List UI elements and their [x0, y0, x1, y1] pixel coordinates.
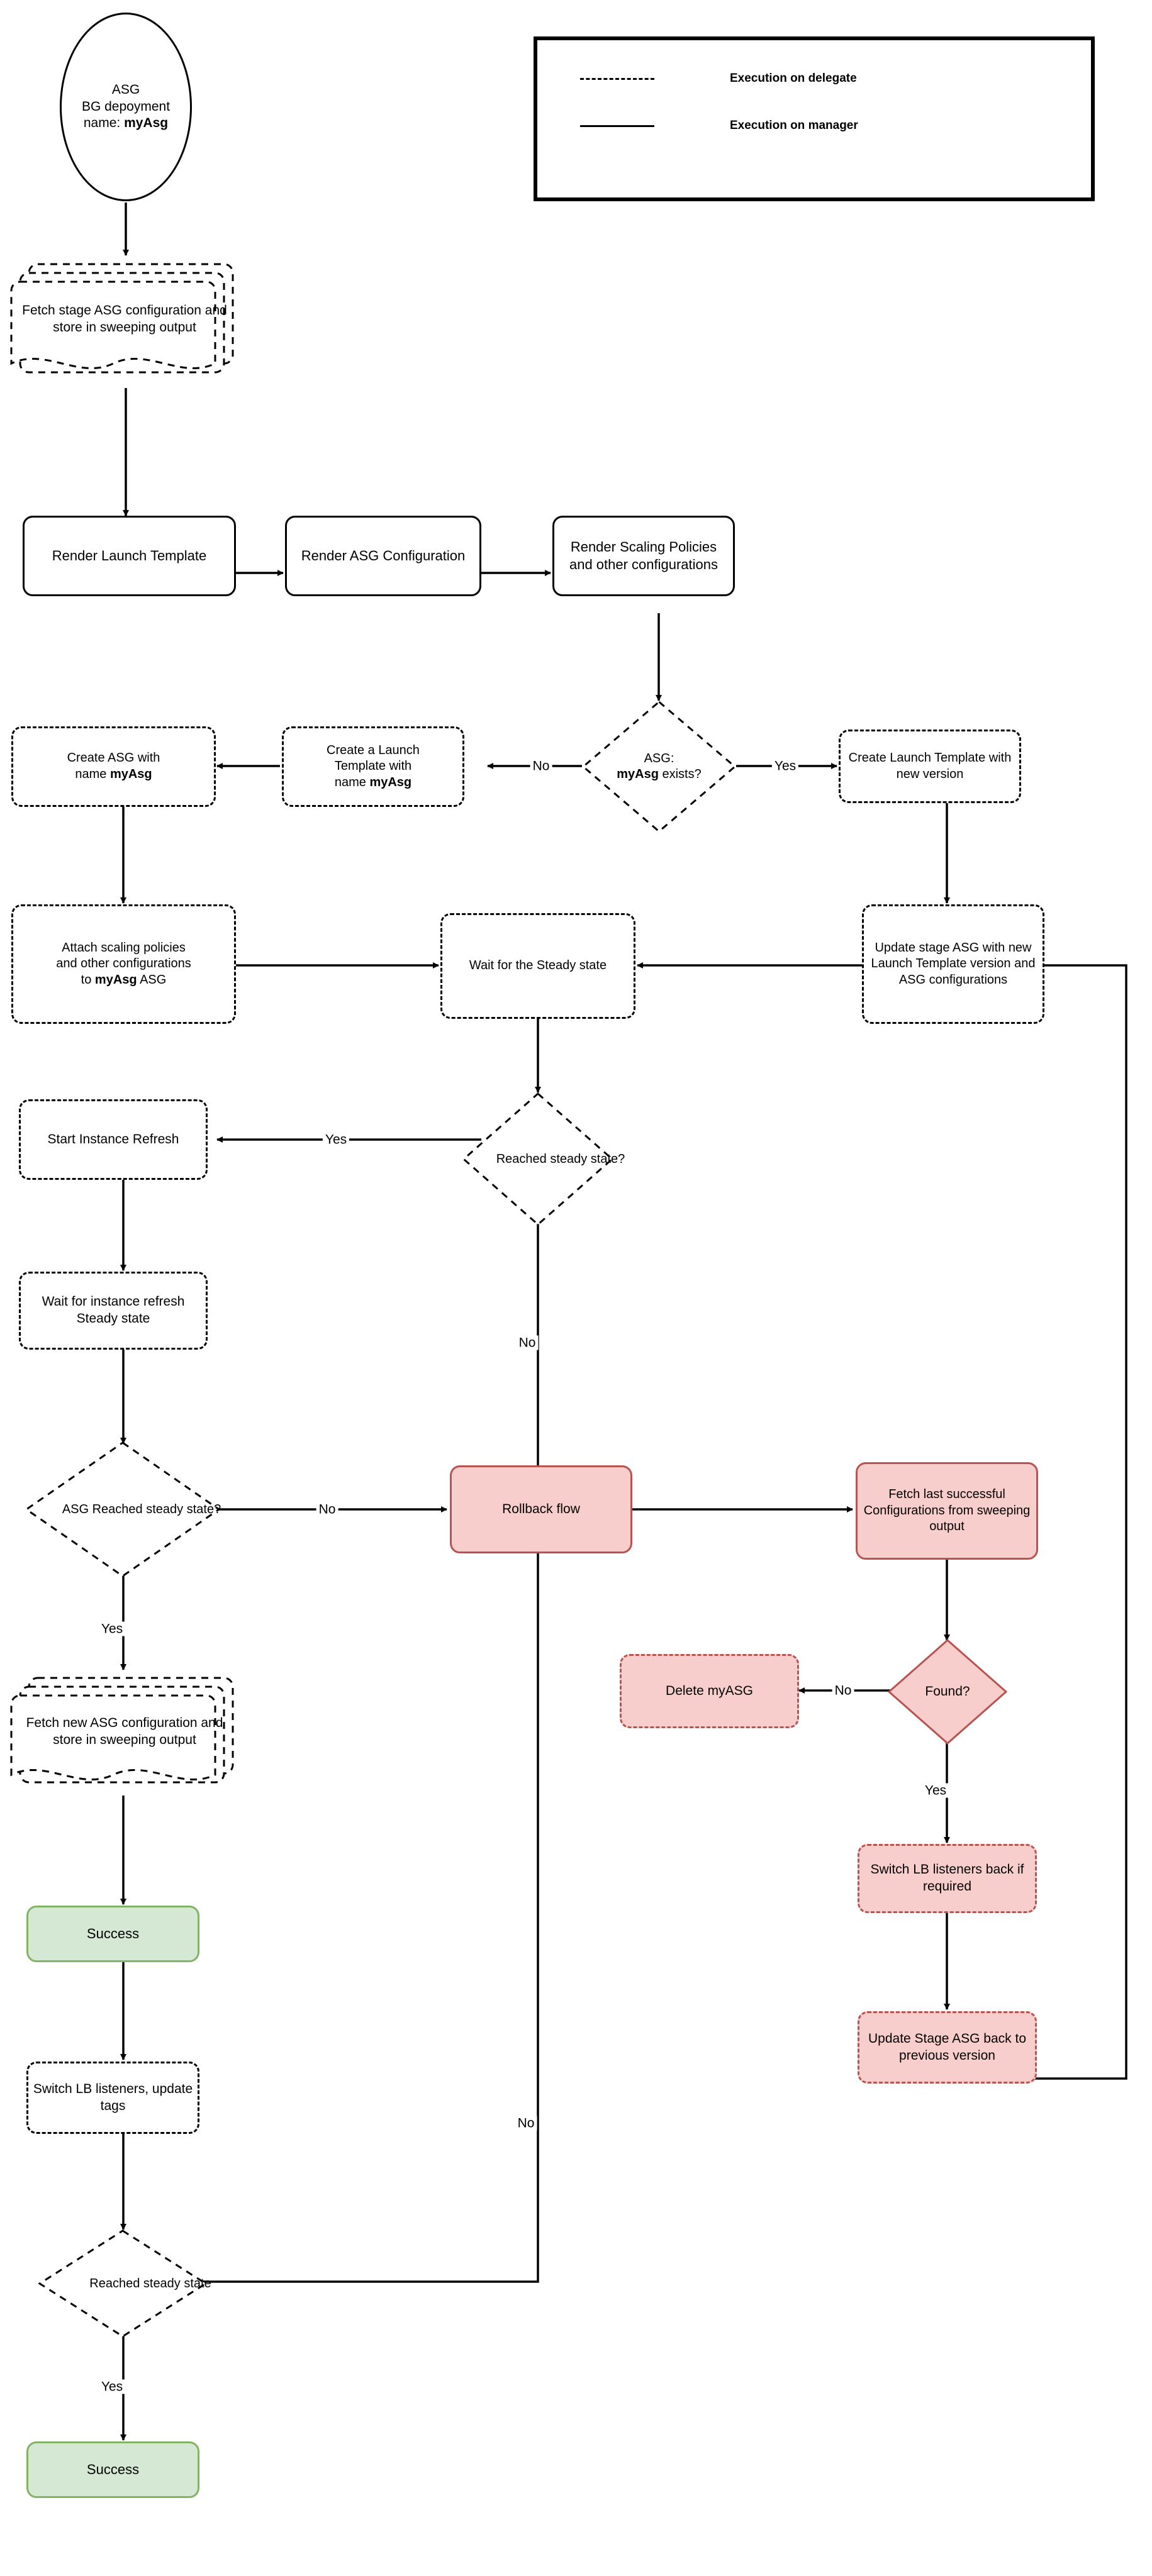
attach-to-prefix: to	[81, 972, 95, 987]
node-create-launch-template-myasg[interactable]: Create a Launch Template with name myAsg	[282, 726, 464, 807]
create-lt-line-1: Create a Launch	[327, 743, 420, 757]
create-lt-line-3: name myAsg	[335, 775, 411, 791]
attach-asg-suffix: ASG	[137, 972, 167, 987]
start-line-2: BG depoyment	[81, 99, 171, 114]
node-reached-steady-state-decision[interactable]: Reached steady state?	[462, 1092, 625, 1226]
create-lt-name-value: myAsg	[369, 775, 412, 789]
start-line-1: ASG	[111, 82, 140, 97]
edge-label-reached-steady-no: No	[516, 1335, 539, 1350]
node-wait-instance-refresh[interactable]: Wait for instance refresh Steady state	[19, 1272, 208, 1350]
edge-label-asg-reached-no: No	[316, 1502, 338, 1517]
start-name-value: myAsg	[124, 116, 169, 131]
legend-row-manager: Execution on manager	[580, 119, 858, 133]
node-asg-exists-decision[interactable]: ASG: myAsg exists?	[581, 701, 737, 833]
attach-line-2: and other configurations	[56, 957, 191, 971]
node-delete-myasg[interactable]: Delete myASG	[620, 1654, 799, 1728]
attach-line-1: Attach scaling policies	[62, 940, 186, 955]
node-fetch-new-asg-config[interactable]: Fetch new ASG configuration and store in…	[10, 1665, 238, 1797]
node-render-asg-configuration[interactable]: Render ASG Configuration	[285, 516, 481, 596]
legend-solid-line-icon	[580, 125, 654, 127]
create-asg-name-prefix: name	[75, 767, 110, 781]
node-success-top[interactable]: Success	[26, 1906, 199, 1962]
edge-label-bottom-steady-yes: Yes	[98, 2379, 126, 2394]
node-start-instance-refresh[interactable]: Start Instance Refresh	[19, 1099, 208, 1180]
start-name-prefix: name:	[83, 116, 125, 131]
edge-label-reached-steady-yes: Yes	[322, 1132, 350, 1147]
edge-label-asg-exists-no: No	[530, 758, 552, 774]
legend-row-delegate: Execution on delegate	[580, 72, 857, 86]
create-lt-name-prefix: name	[334, 775, 370, 789]
legend-dashed-line-icon	[580, 77, 654, 80]
node-fetch-stage-asg-config[interactable]: Fetch stage ASG configuration and store …	[10, 249, 238, 389]
edge-label-found-yes: Yes	[922, 1783, 949, 1798]
node-found-decision[interactable]: Found?	[887, 1638, 1008, 1745]
node-fetch-last-successful-configs[interactable]: Fetch last successful Configurations fro…	[856, 1462, 1038, 1560]
edge-label-found-no: No	[832, 1683, 854, 1698]
node-switch-lb-listeners-back[interactable]: Switch LB listeners back if required	[858, 1844, 1037, 1913]
edge-label-bottom-steady-no: No	[515, 2116, 537, 2131]
node-update-stage-asg-previous[interactable]: Update Stage ASG back to previous versio…	[858, 2011, 1037, 2084]
node-wait-for-steady-state[interactable]: Wait for the Steady state	[440, 913, 635, 1019]
node-start-asg-bg-deployment[interactable]: ASG BG depoyment name: myAsg	[60, 13, 192, 201]
attach-asg-name: myAsg	[94, 972, 137, 987]
node-update-stage-asg[interactable]: Update stage ASG with new Launch Templat…	[862, 904, 1044, 1024]
node-rollback-flow[interactable]: Rollback flow	[450, 1465, 632, 1553]
create-asg-line-1: Create ASG with	[67, 751, 160, 765]
legend-delegate-label: Execution on delegate	[730, 72, 857, 85]
edge-label-asg-reached-yes: Yes	[98, 1621, 126, 1636]
node-render-scaling-policies[interactable]: Render Scaling Policies and other config…	[552, 516, 735, 596]
legend-box: Execution on delegate Execution on manag…	[534, 36, 1095, 201]
node-create-launch-template-new-version[interactable]: Create Launch Template with new version	[839, 730, 1021, 803]
create-lt-line-2: Template with	[334, 759, 412, 774]
node-render-launch-template[interactable]: Render Launch Template	[23, 516, 236, 596]
create-asg-name-value: myAsg	[109, 767, 152, 781]
node-create-asg-myasg[interactable]: Create ASG with name myAsg	[11, 726, 216, 807]
node-attach-scaling-policies[interactable]: Attach scaling policies and other config…	[11, 904, 236, 1024]
start-line-3: name: myAsg	[84, 115, 168, 132]
node-asg-reached-steady-state-decision[interactable]: ASG Reached steady state?	[25, 1441, 221, 1577]
legend-manager-label: Execution on manager	[730, 119, 858, 132]
node-switch-lb-update-tags[interactable]: Switch LB listeners, update tags	[26, 2062, 199, 2134]
node-success-bottom[interactable]: Success	[26, 2441, 199, 2498]
edge-label-asg-exists-yes: Yes	[771, 758, 799, 774]
node-reached-steady-state-bottom-decision[interactable]: Reached steady state	[38, 2229, 211, 2338]
attach-line-3: to myAsg ASG	[81, 972, 167, 989]
create-asg-line-2: name myAsg	[75, 767, 152, 783]
